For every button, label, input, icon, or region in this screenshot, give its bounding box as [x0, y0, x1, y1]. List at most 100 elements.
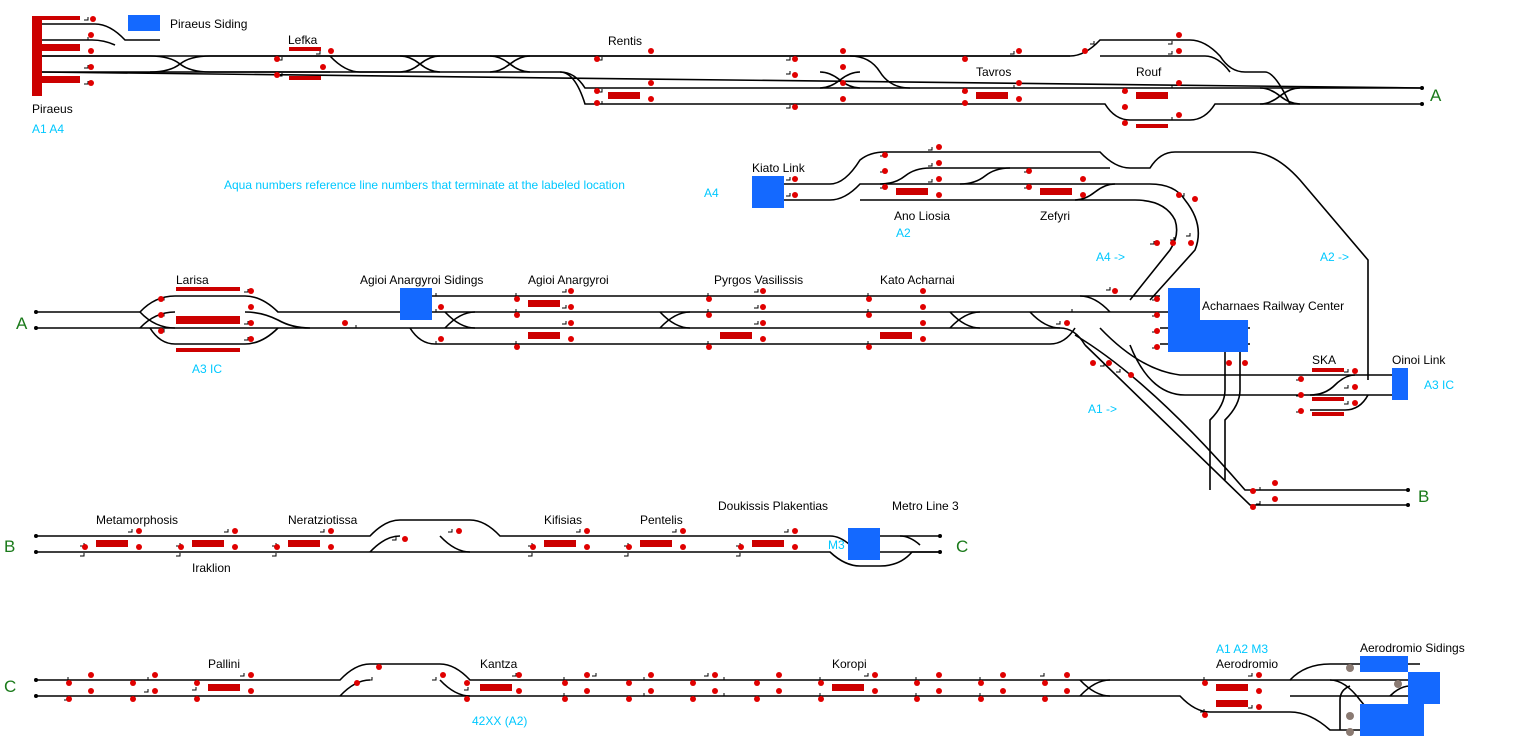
- station-label-doukissis-plakentias: Doukissis Plakentias: [718, 499, 828, 513]
- platform: [1312, 368, 1344, 372]
- station-label-kiato-link: Kiato Link: [752, 161, 806, 175]
- platform: [1216, 700, 1248, 707]
- line-ref-a2-arrow: A2 ->: [1320, 250, 1349, 264]
- line-ref-kantza: 42XX (A2): [472, 714, 527, 728]
- platform: [976, 92, 1008, 99]
- station-label-acharnaes-railway-center: Acharnaes Railway Center: [1202, 299, 1344, 313]
- station-label-aerodromio: Aerodromio: [1216, 657, 1278, 671]
- platforms: [32, 16, 1344, 707]
- tracks-kifisias-line: [36, 519, 940, 567]
- endpoint-labels: A A B B C C: [4, 86, 1442, 696]
- acharnaes-block: [1200, 320, 1248, 352]
- station-label-rentis: Rentis: [608, 34, 642, 48]
- aerodromio-sidings-block: [1360, 656, 1408, 672]
- tracks-airport-line: [36, 663, 1440, 731]
- platform: [176, 348, 240, 352]
- platform: [1312, 397, 1344, 401]
- platform: [42, 76, 80, 83]
- endpoint-b-left: B: [4, 537, 15, 556]
- platform: [42, 16, 80, 20]
- platform: [289, 47, 321, 51]
- buffer-stop-icon: [1346, 664, 1354, 672]
- platform: [544, 540, 576, 547]
- station-label-agioi-anargyroi: Agioi Anargyroi: [528, 273, 609, 287]
- platform: [32, 16, 42, 96]
- metro-line-3-block: [848, 528, 880, 560]
- buffer-stop-icon: [1394, 680, 1402, 688]
- platform: [1312, 412, 1344, 416]
- platform: [288, 540, 320, 547]
- legend-note: Aqua numbers reference line numbers that…: [224, 178, 625, 192]
- platform: [289, 76, 321, 80]
- platform: [1136, 92, 1168, 99]
- station-label-neratziotissa: Neratziotissa: [288, 513, 358, 527]
- platform: [96, 540, 128, 547]
- line-ref-a4-arrow: A4 ->: [1096, 250, 1125, 264]
- line-ref-kiato: A4: [704, 186, 719, 200]
- endpoint-c-right: C: [956, 537, 968, 556]
- platform: [480, 684, 512, 691]
- piraeus-siding-block: [128, 15, 160, 31]
- station-label-koropi: Koropi: [832, 657, 867, 671]
- tracks-kiato-loop: [760, 151, 1369, 380]
- line-ref-m3: M3: [828, 538, 845, 552]
- tracks-piraeus-line: [39, 23, 1423, 121]
- buffer-stop-icon: [1346, 728, 1354, 736]
- platform: [832, 684, 864, 691]
- station-label-agioi-anargyroi-sidings: Agioi Anargyroi Sidings: [360, 273, 483, 287]
- station-label-larisa: Larisa: [176, 273, 209, 287]
- station-label-lefka: Lefka: [288, 33, 318, 47]
- track-ends: [34, 86, 1424, 698]
- platform: [192, 540, 224, 547]
- station-label-metro-line-3: Metro Line 3: [892, 499, 959, 513]
- line-ref-larisa: A3 IC: [192, 362, 222, 376]
- station-label-pentelis: Pentelis: [640, 513, 683, 527]
- oinoi-link-block: [1392, 368, 1408, 400]
- line-ref-aerodromio: A1 A2 M3: [1216, 642, 1268, 656]
- platform: [1216, 684, 1248, 691]
- station-label-ska: SKA: [1312, 353, 1336, 367]
- station-label-aerodromio-sidings: Aerodromio Sidings: [1360, 641, 1465, 655]
- station-label-pyrgos-vasilissis: Pyrgos Vasilissis: [714, 273, 803, 287]
- platform: [640, 540, 672, 547]
- endpoint-a-right: A: [1430, 86, 1442, 105]
- aerodromio-sidings-block: [1360, 704, 1424, 736]
- platform: [880, 332, 912, 339]
- platform: [1040, 188, 1072, 195]
- line-ref-ano-liosia: A2: [896, 226, 911, 240]
- aerodromio-sidings-block: [1408, 672, 1440, 704]
- station-label-pallini: Pallini: [208, 657, 240, 671]
- signals: [64, 16, 1402, 736]
- platform: [896, 188, 928, 195]
- agioi-anargyroi-sidings-block: [400, 288, 432, 320]
- platform: [176, 287, 240, 291]
- station-label-kifisias: Kifisias: [544, 513, 582, 527]
- tracks-larisa-line: [36, 295, 1408, 506]
- platform: [208, 684, 240, 691]
- endpoint-c-left: C: [4, 677, 16, 696]
- platform: [1136, 124, 1168, 128]
- station-labels: Piraeus Piraeus Siding Lefka Rentis Tavr…: [32, 17, 1465, 671]
- endpoint-b-right: B: [1418, 487, 1429, 506]
- platform: [528, 300, 560, 307]
- line-reference-labels: A1 A4 Aqua numbers reference line number…: [32, 122, 1454, 728]
- station-label-iraklion: Iraklion: [192, 561, 231, 575]
- station-label-kantza: Kantza: [480, 657, 518, 671]
- station-label-oinoi-link: Oinoi Link: [1392, 353, 1446, 367]
- station-label-kato-acharnai: Kato Acharnai: [880, 273, 955, 287]
- station-label-piraeus-siding: Piraeus Siding: [170, 17, 247, 31]
- platform: [42, 44, 80, 51]
- kiato-link-block: [752, 176, 784, 208]
- platform: [752, 540, 784, 547]
- station-label-piraeus: Piraeus: [32, 102, 73, 116]
- acharnaes-block: [1168, 288, 1200, 352]
- platform: [176, 316, 240, 324]
- station-label-ano-liosia: Ano Liosia: [894, 209, 950, 223]
- endpoint-a-left: A: [16, 314, 28, 333]
- station-label-tavros: Tavros: [976, 65, 1011, 79]
- buffer-stop-icon: [1346, 712, 1354, 720]
- sidings: [128, 15, 1440, 736]
- platform: [608, 92, 640, 99]
- station-label-rouf: Rouf: [1136, 65, 1162, 79]
